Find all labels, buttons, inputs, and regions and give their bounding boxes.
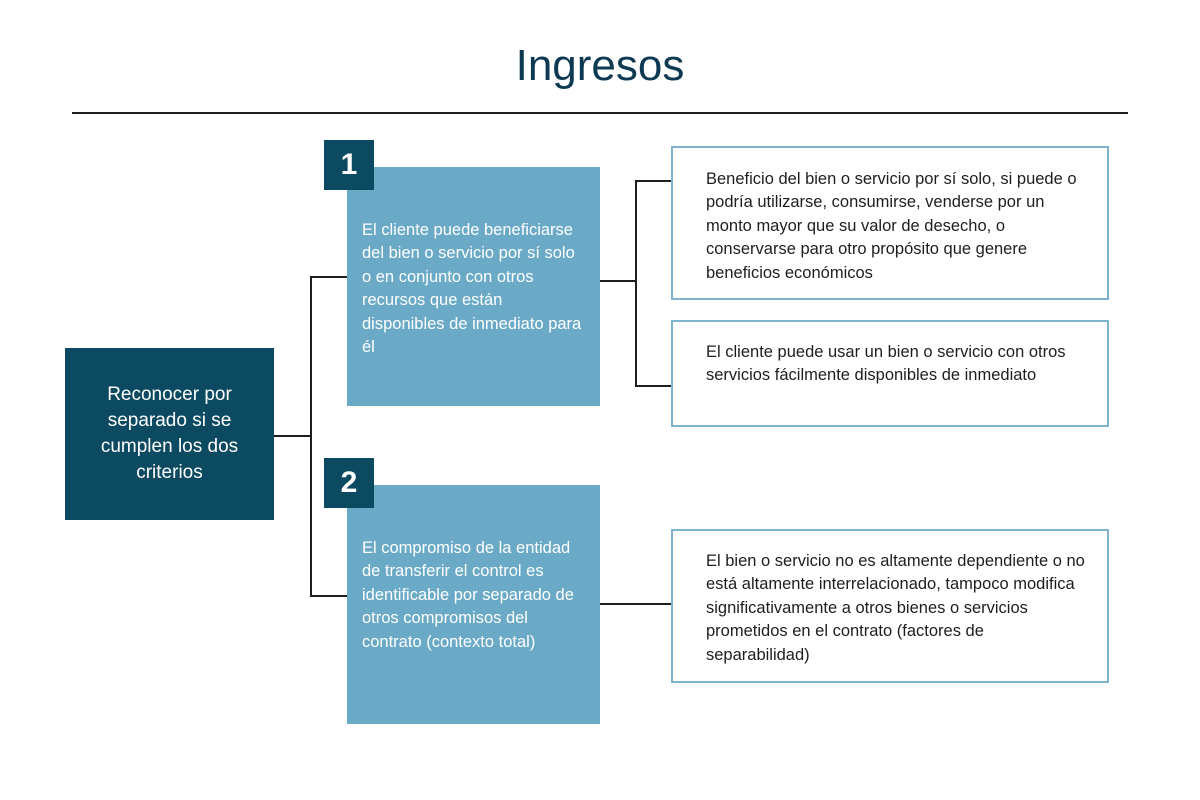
connector-root-out	[274, 435, 311, 437]
root-criteria-box: Reconocer por separado si se cumplen los…	[65, 348, 274, 520]
detail-1-text: Beneficio del bien o servicio por sí sol…	[706, 170, 1077, 282]
criterion-2-text: El compromiso de la entidad de transferi…	[362, 539, 574, 651]
criterion-2-number-badge: 2	[324, 458, 374, 508]
title-divider	[72, 112, 1128, 114]
criterion-1-number: 1	[340, 148, 358, 181]
connector-criterion-1-vertical	[635, 180, 637, 387]
connector-to-detail-1	[635, 180, 672, 182]
connector-criterion-1-out	[600, 280, 636, 282]
root-criteria-text: Reconocer por separado si se cumplen los…	[100, 383, 239, 484]
criterion-1-text: El cliente puede beneficiarse del bien o…	[362, 221, 582, 357]
detail-3-text: El bien o servicio no es altamente depen…	[706, 552, 1085, 664]
connector-criterion-2-to-detail-3	[600, 603, 672, 605]
connector-root-vertical	[310, 276, 312, 597]
connector-to-criterion-1	[310, 276, 347, 278]
connector-to-detail-2	[635, 385, 672, 387]
criterion-1-number-badge: 1	[324, 140, 374, 190]
criterion-2-number: 2	[340, 466, 358, 499]
detail-2-text: El cliente puede usar un bien o servicio…	[706, 343, 1066, 385]
criterion-2-box: El compromiso de la entidad de transferi…	[347, 485, 600, 724]
criterion-1-box: El cliente puede beneficiarse del bien o…	[347, 167, 600, 406]
connector-to-criterion-2	[310, 595, 347, 597]
detail-2-box: El cliente puede usar un bien o servicio…	[671, 320, 1109, 427]
page-title: Ingresos	[515, 41, 685, 90]
detail-3-box: El bien o servicio no es altamente depen…	[671, 529, 1109, 683]
detail-1-box: Beneficio del bien o servicio por sí sol…	[671, 146, 1109, 300]
